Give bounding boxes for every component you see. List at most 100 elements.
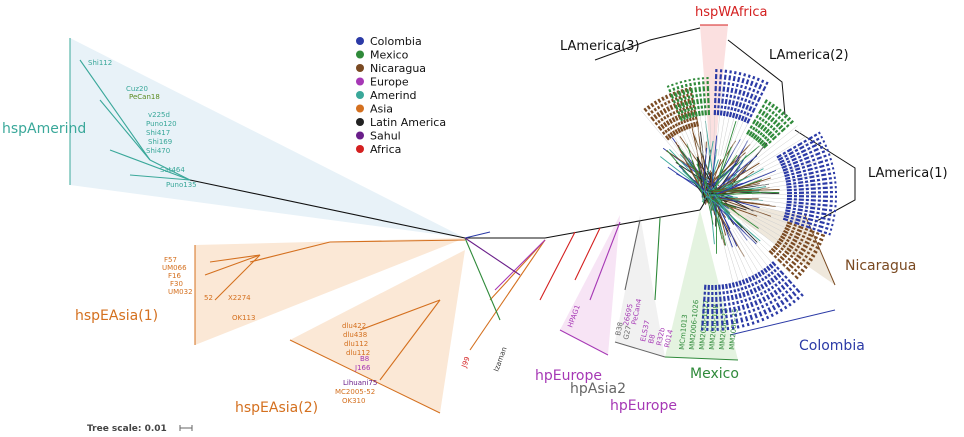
leaf-label-fan bbox=[751, 274, 775, 319]
clade-label-hspeasia2: hspEAsia(2) bbox=[235, 400, 318, 416]
leaf-label-fan bbox=[721, 284, 730, 333]
leaf-label-fan bbox=[768, 263, 802, 302]
clade-backgrounds bbox=[70, 25, 835, 413]
guide-line bbox=[725, 91, 749, 158]
leaf-label-fan bbox=[786, 186, 837, 192]
leaf-label-fan bbox=[706, 284, 710, 333]
leaf-label: Shi417 bbox=[146, 129, 170, 137]
legend-label: Asia bbox=[370, 103, 393, 116]
guide-line bbox=[750, 206, 818, 228]
leaf-label: v225d bbox=[148, 111, 170, 119]
tree-scale-label: Tree scale: 0.01 bbox=[87, 424, 167, 434]
leaf-label-fan bbox=[728, 70, 742, 118]
amerind-sector bbox=[70, 38, 465, 238]
legend-swatch bbox=[356, 77, 364, 86]
leaf-label-fan bbox=[780, 235, 816, 258]
leaf-label-fan bbox=[688, 78, 698, 117]
leaf-label-fan bbox=[746, 99, 768, 135]
leaf-label-fan bbox=[666, 85, 684, 122]
clade-label-colombia: Colombia bbox=[799, 338, 865, 354]
guide-line bbox=[750, 167, 819, 186]
leaf-label: B8 bbox=[647, 334, 657, 345]
guide-line bbox=[747, 213, 810, 247]
tree-branch bbox=[701, 147, 708, 198]
leaf-label-fan bbox=[783, 229, 820, 250]
leaf-label-fan bbox=[778, 237, 814, 262]
leaf-label: Shi112 bbox=[88, 59, 112, 67]
leaf-label: Lihuani75 bbox=[343, 379, 377, 387]
leaf-label-fan bbox=[766, 265, 798, 306]
leaf-label: F57 bbox=[164, 256, 177, 264]
leaf-label: Shi470 bbox=[146, 147, 170, 155]
tree-branch bbox=[711, 135, 718, 187]
leaf-label-fan bbox=[722, 68, 733, 117]
leaf-label-fan bbox=[675, 82, 689, 120]
leaf-label-fan bbox=[774, 242, 808, 270]
leaf-label: B38 bbox=[614, 321, 625, 336]
leaf-label-fan bbox=[740, 75, 761, 122]
guide-line bbox=[641, 110, 687, 165]
leaf-label-fan bbox=[735, 281, 751, 329]
tree-branch bbox=[707, 195, 761, 242]
guide-line bbox=[751, 173, 821, 188]
leaf-label-fan bbox=[776, 240, 811, 266]
leaf-label-fan bbox=[757, 111, 785, 143]
guide-line bbox=[722, 89, 743, 157]
clade-label-lamerica2: LAmerica(2) bbox=[769, 48, 849, 63]
tree-branch bbox=[713, 194, 727, 212]
leaf-label-fan bbox=[661, 96, 682, 134]
leaf-label: UM066 bbox=[162, 264, 187, 272]
legend-swatch bbox=[356, 145, 364, 153]
leaf-label: J166 bbox=[354, 364, 371, 372]
easia2-sector bbox=[290, 250, 465, 413]
leaf-label: G27 bbox=[622, 325, 633, 341]
guide-line bbox=[740, 223, 790, 273]
leaf-label: X2274 bbox=[228, 294, 251, 302]
guide-line bbox=[749, 160, 817, 183]
guide-line bbox=[748, 211, 813, 240]
leaf-label-fan bbox=[646, 105, 672, 139]
leaf-label: 52 bbox=[204, 294, 213, 302]
clade-label-hpeurope-b: hpEurope bbox=[610, 398, 677, 414]
leaf-label-fan bbox=[734, 72, 752, 119]
guide-line bbox=[744, 217, 803, 258]
leaf-label: Sat464 bbox=[160, 166, 185, 174]
leaf-label-fan bbox=[770, 247, 802, 277]
guide-line bbox=[702, 85, 709, 156]
leaf-label-fan bbox=[714, 284, 719, 333]
tree-branch bbox=[686, 143, 704, 198]
leaf-label-fan bbox=[716, 67, 723, 116]
leaf-label-fan bbox=[752, 106, 779, 140]
legend-swatch bbox=[356, 50, 364, 59]
guide-line bbox=[749, 208, 816, 234]
leaf-label-fan bbox=[785, 167, 835, 180]
leaf-label-fan bbox=[731, 282, 746, 330]
guide-line bbox=[723, 233, 745, 301]
leaf-label-fan bbox=[786, 200, 837, 208]
leaf-label-fan bbox=[781, 148, 829, 169]
leaf-label-fan bbox=[783, 214, 833, 231]
leaf-label: R32b bbox=[655, 326, 667, 346]
guide-line bbox=[751, 199, 822, 208]
leaf-label-fan bbox=[780, 144, 828, 167]
leaf-label: Izaman bbox=[492, 346, 508, 373]
leaf-label-fan bbox=[679, 80, 692, 119]
leaf-label: OK113 bbox=[232, 314, 255, 322]
leaf-label-fan bbox=[783, 157, 832, 175]
leaf-label-fan bbox=[746, 79, 770, 124]
tree-branch bbox=[712, 192, 762, 196]
guide-line bbox=[743, 219, 799, 263]
tree-branch bbox=[707, 190, 723, 233]
tree-branch bbox=[678, 165, 707, 194]
guide-line bbox=[751, 180, 822, 191]
leaf-label: dlu112 bbox=[346, 349, 370, 357]
leaf-label: MCm1013 bbox=[678, 314, 689, 350]
leaf-label-fan bbox=[700, 284, 707, 333]
guide-line bbox=[746, 215, 807, 252]
clade-label-hspwafrica: hspWAfrica bbox=[695, 5, 767, 20]
leaf-label-fan bbox=[743, 77, 766, 123]
tree-branch bbox=[712, 146, 732, 198]
leaf-label: dlu112 bbox=[344, 340, 368, 348]
tree-branch bbox=[707, 197, 714, 225]
